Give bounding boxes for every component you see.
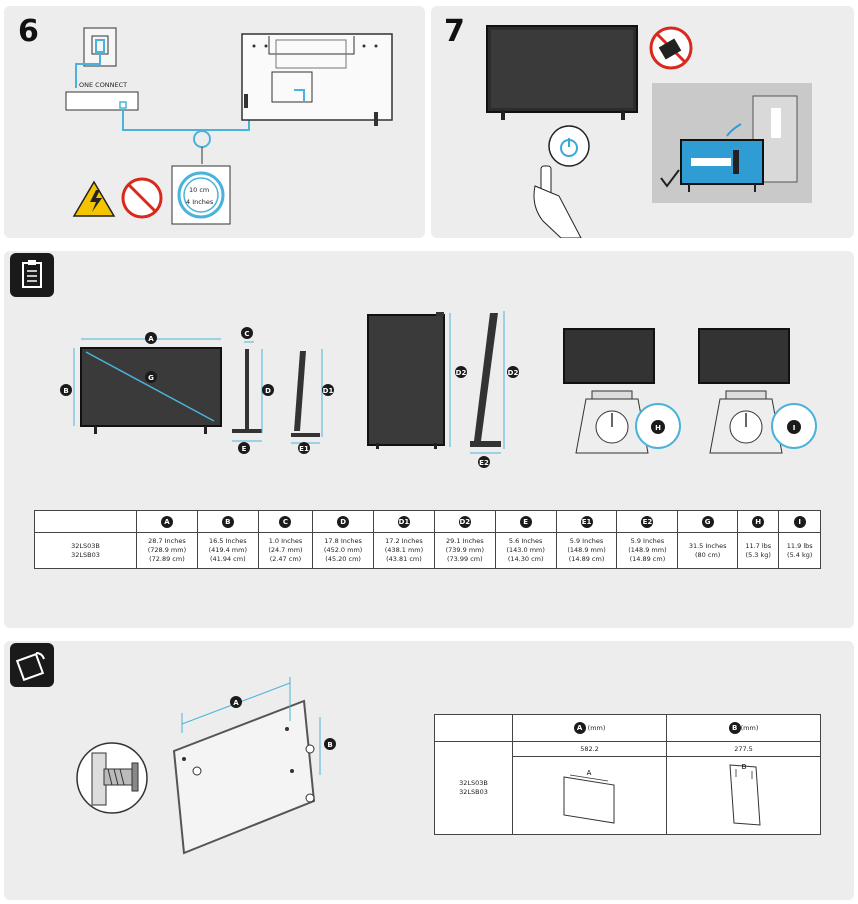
label-e2: E2 (478, 456, 490, 468)
col-a: A (136, 510, 198, 533)
label-e: E (238, 442, 250, 454)
label-g: G (145, 371, 157, 383)
svg-text:G: G (148, 374, 154, 382)
wall-cell-b: 277.5 B (666, 741, 821, 835)
dimensions-table: A B C D D1 D2 E E1 E2 G H I 32LS03B 32LS… (34, 510, 821, 569)
col-c: C (257, 510, 314, 533)
svg-text:D1: D1 (323, 387, 334, 395)
label-d1: D1 (322, 384, 334, 396)
svg-text:E2: E2 (479, 459, 489, 467)
value-e1: 5.9 Inches (148.9 mm) (14.89 cm) (555, 532, 618, 569)
value-i: 11.9 lbs (5.4 kg) (778, 532, 821, 569)
table-row: 32LS03B 32LSB03 28.7 Inches (728.9 mm) (… (34, 532, 821, 569)
dimension-drawings: A B G C D E D1 E1 D2 D2 E2 H I (60, 311, 817, 468)
svg-text:A: A (233, 699, 239, 707)
label-d2-side: D2 (507, 366, 519, 378)
wall-label-b: B (324, 738, 336, 750)
col-e: E (494, 510, 557, 533)
step7-illustration (486, 25, 812, 238)
value-a: 28.7 Inches (728.9 mm) (72.89 cm) (136, 532, 198, 569)
svg-text:B: B (63, 387, 68, 395)
svg-text:D: D (265, 387, 271, 395)
wall-model-cell: 32LS03B 32LSB03 (434, 741, 513, 835)
value-b: 16.5 Inches (419.4 mm) (41.94 cm) (196, 532, 259, 569)
wall-mount-icon (10, 643, 54, 687)
wall-mount-header-row: A (mm) B(mm) (434, 714, 821, 742)
label-d: D (262, 384, 274, 396)
label-a: A (145, 332, 157, 344)
col-d2: D2 (433, 510, 496, 533)
wall-col-b-unit: (mm) (740, 724, 759, 732)
col-e2: E2 (616, 510, 679, 533)
wall-cell-a: 582.2 A (512, 741, 667, 835)
col-g: G (677, 510, 739, 533)
model-cell: 32LS03B 32LSB03 (34, 532, 137, 569)
col-h: H (737, 510, 780, 533)
label-h: H (651, 420, 665, 434)
svg-text:I: I (793, 424, 796, 432)
wall-col-b: B(mm) (666, 714, 821, 742)
bend-cm-label: 10 cm (189, 186, 210, 194)
wall-value-a: 582.2 (513, 742, 666, 757)
svg-text:A: A (148, 335, 154, 343)
label-i: I (787, 420, 801, 434)
label-e1: E1 (298, 442, 310, 454)
step6-number: 6 (18, 14, 39, 49)
wall-mount-drawing: A B (76, 677, 336, 855)
wall-col-a: A (mm) (512, 714, 667, 742)
col-d1: D1 (373, 510, 435, 533)
col-d: D (312, 510, 375, 533)
value-d2: 29.1 Inches (739.9 mm) (73.99 cm) (433, 532, 496, 569)
value-d: 17.8 Inches (452.0 mm) (45.20 cm) (312, 532, 375, 569)
wall-label-a: A (230, 696, 242, 708)
label-d2-front: D2 (455, 366, 467, 378)
svg-text:C: C (244, 330, 249, 338)
col-i: I (778, 510, 821, 533)
value-c: 1.0 Inches (24.7 mm) (2.47 cm) (257, 532, 314, 569)
svg-text:H: H (655, 424, 661, 432)
svg-text:B: B (741, 763, 746, 771)
label-c: C (241, 327, 253, 339)
svg-text:B: B (327, 741, 332, 749)
step7-number: 7 (444, 14, 465, 49)
clipboard-icon (10, 253, 54, 297)
step6-illustration (65, 27, 393, 225)
svg-text:E1: E1 (299, 445, 309, 453)
svg-text:D2: D2 (508, 369, 519, 377)
wall-diagram-a: A (563, 769, 614, 824)
value-h: 11.7 lbs (5.3 kg) (737, 532, 780, 569)
value-e: 5.6 Inches (143.0 mm) (14.30 cm) (494, 532, 557, 569)
value-g: 31.5 Inches (80 cm) (677, 532, 739, 569)
col-e1: E1 (555, 510, 618, 533)
table-row: 32LS03B 32LSB03 582.2 A 277.5 B (434, 741, 821, 835)
wall-diagram-b: B (728, 763, 761, 826)
wall-mount-table: A (mm) B(mm) 32LS03B 32LSB03 582.2 A 277… (434, 714, 821, 835)
svg-text:E: E (242, 445, 247, 453)
label-b: B (60, 384, 72, 396)
bend-inch-label: 4 Inches (186, 198, 214, 206)
wall-value-b: 277.5 (667, 742, 820, 757)
svg-text:D2: D2 (456, 369, 467, 377)
value-e2: 5.9 Inches (148.9 mm) (14.89 cm) (616, 532, 679, 569)
svg-text:A: A (586, 769, 591, 777)
one-connect-label: ONE CONNECT (79, 81, 128, 89)
value-d1: 17.2 Inches (438.1 mm) (43.81 cm) (373, 532, 435, 569)
dimensions-header-row: A B C D D1 D2 E E1 E2 G H I (34, 510, 821, 533)
col-b: B (196, 510, 259, 533)
